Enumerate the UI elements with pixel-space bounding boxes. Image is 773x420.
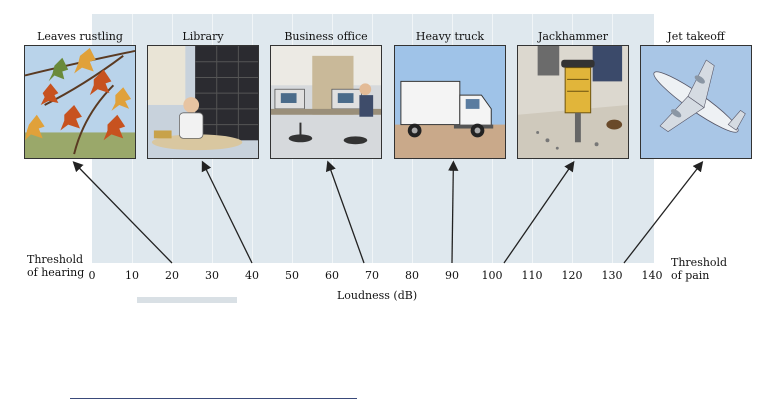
threshold-pain-line1: Threshold	[671, 256, 727, 269]
jet-illustration	[640, 45, 752, 159]
tick-label-90: 90	[437, 269, 467, 282]
tick-label-140: 140	[637, 269, 667, 282]
threshold-hearing-line2: of hearing	[27, 266, 84, 279]
scene-label-office: Business office	[270, 30, 382, 43]
scene-label-jet: Jet takeoff	[640, 30, 752, 43]
threshold-hearing-note: Threshold of hearing	[27, 253, 84, 279]
leaves-illustration	[24, 45, 136, 159]
tick-label-80: 80	[397, 269, 427, 282]
truck-illustration	[394, 45, 506, 159]
tick-label-70: 70	[357, 269, 387, 282]
library-illustration	[147, 45, 259, 159]
threshold-hearing-line1: Threshold	[27, 253, 84, 266]
scene-label-truck: Heavy truck	[394, 30, 506, 43]
tick-label-0: 0	[77, 269, 107, 282]
tick-label-30: 30	[197, 269, 227, 282]
scene-label-jackhammer: Jackhammer	[517, 30, 629, 43]
tick-label-50: 50	[277, 269, 307, 282]
scene-label-leaves: Leaves rustling	[24, 30, 136, 43]
bottom-rule	[70, 398, 357, 399]
threshold-pain-note: Threshold of pain	[671, 256, 727, 282]
tick-label-120: 120	[557, 269, 587, 282]
threshold-pain-line2: of pain	[671, 269, 727, 282]
tick-label-40: 40	[237, 269, 267, 282]
tick-label-130: 130	[597, 269, 627, 282]
jackhammer-illustration	[517, 45, 629, 159]
tick-label-110: 110	[517, 269, 547, 282]
axis-title: Loudness (dB)	[337, 289, 417, 302]
tick-label-10: 10	[117, 269, 147, 282]
scene-label-library: Library	[147, 30, 259, 43]
tick-label-20: 20	[157, 269, 187, 282]
watermark-smudge	[137, 297, 237, 303]
tick-label-100: 100	[477, 269, 507, 282]
tick-label-60: 60	[317, 269, 347, 282]
office-illustration	[270, 45, 382, 159]
